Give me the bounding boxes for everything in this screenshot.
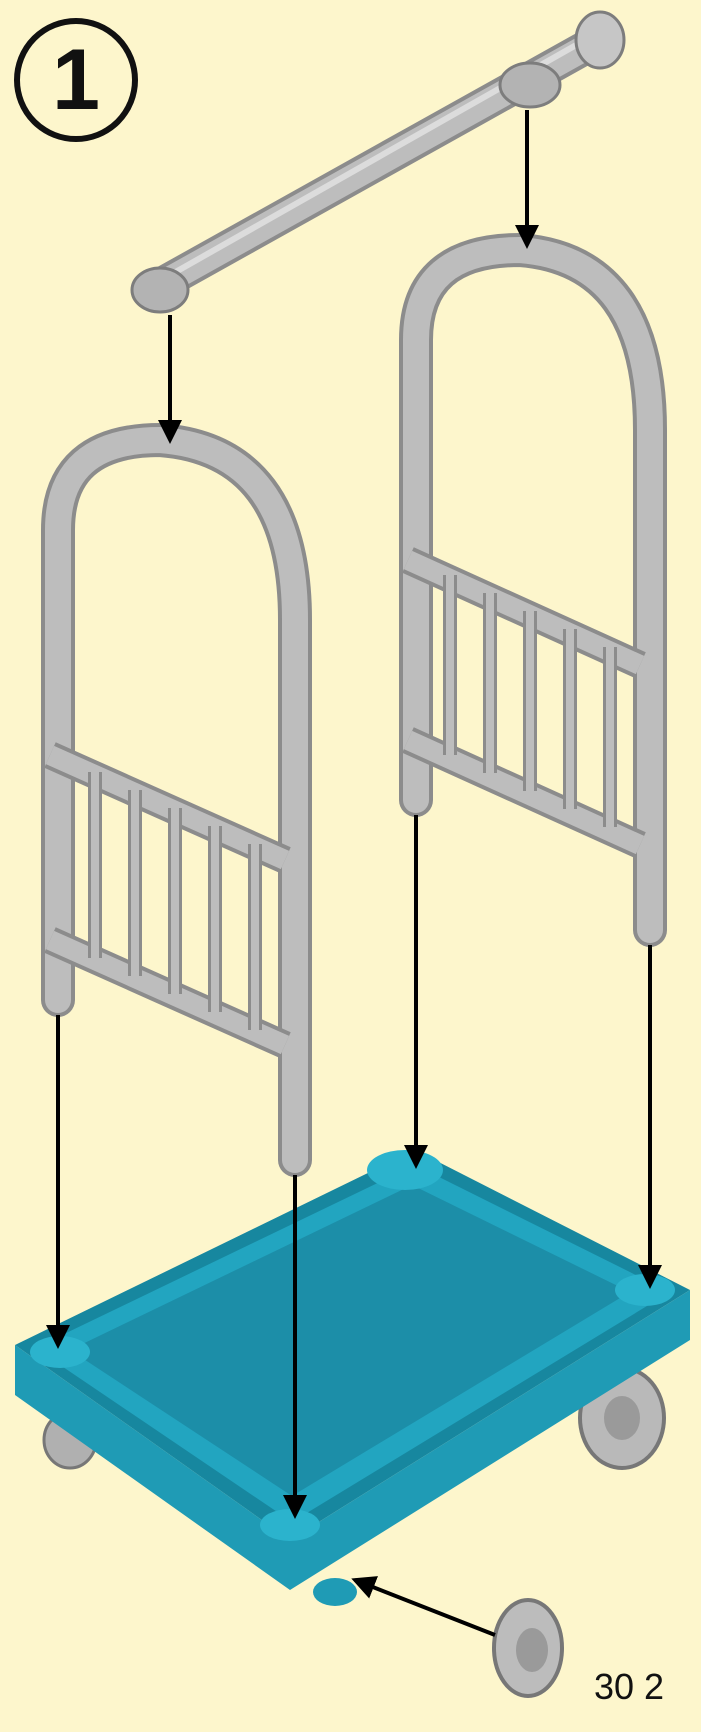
arrow-wheel <box>355 1580 495 1635</box>
step-number: 1 <box>14 18 138 142</box>
base-platform <box>15 1150 690 1606</box>
part-code: 30 2 <box>594 1666 701 1708</box>
right-frame <box>408 250 650 930</box>
wheel <box>494 1600 562 1696</box>
left-frame <box>50 440 295 1160</box>
